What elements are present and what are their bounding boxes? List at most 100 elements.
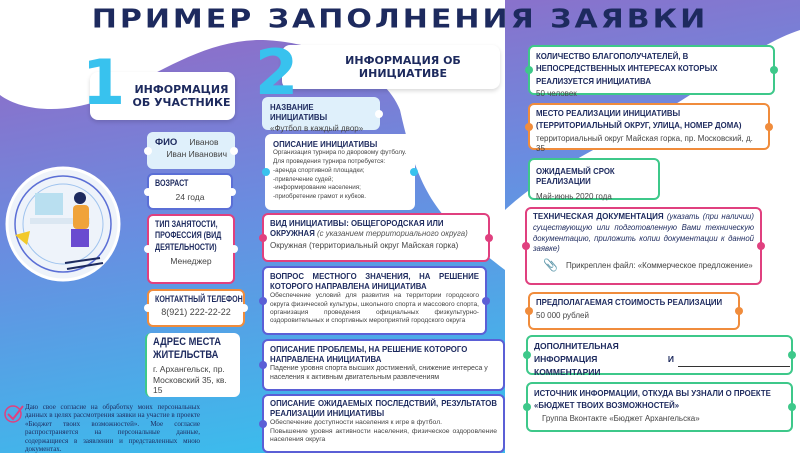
connector-dot (259, 296, 267, 305)
connector-dot (228, 187, 236, 196)
initiative-description-label: ОПИСАНИЕ ИНИЦИАТИВЫ (273, 139, 378, 149)
cost-field[interactable]: ПРЕДПОЛАГАЕМАЯ СТОИМОСТЬ РЕАЛИЗАЦИИ 50 0… (525, 292, 743, 330)
tech-docs-label: ТЕХНИЧЕСКАЯ ДОКУМЕНТАЦИЯ (533, 212, 664, 221)
address-value: г. Архангельск, пр. Московский 35, кв. 1… (153, 364, 227, 395)
section1-label: ИНФОРМАЦИЯ ОБ УЧАСТНИКЕ (132, 83, 231, 109)
attached-file[interactable]: 📎 Прикреплен файл: «Коммерческое предлож… (533, 258, 754, 273)
connector-dot (770, 66, 778, 74)
tech-docs-hint: (указать (при наличии) существующую или … (533, 212, 754, 254)
source-field[interactable]: ИСТОЧНИК ИНФОРМАЦИИ, ОТКУДА ВЫ УЗНАЛИ О … (523, 382, 796, 432)
source-label: ИСТОЧНИК ИНФОРМАЦИИ, ОТКУДА ВЫ УЗНАЛИ О … (534, 388, 771, 411)
additional-info-label: ДОПОЛНИТЕЛЬНАЯ ИНФОРМАЦИЯ И КОММЕНТАРИИ (534, 341, 674, 377)
connector-dot (735, 307, 743, 315)
source-value: Группа Вконтакте «Бюджет Архангельска» (542, 413, 700, 423)
section1-header: ИНФОРМАЦИЯ ОБ УЧАСТНИКЕ (90, 72, 235, 120)
occupation-field[interactable]: ТИП ЗАНЯТОСТИ, ПРОФЕССИЯ (ВИД ДЕЯТЕЛЬНОС… (144, 214, 238, 284)
term-value: Май-июнь 2020 года (536, 192, 612, 202)
local-issue-label: ВОПРОС МЕСТНОГО ЗНАЧЕНИЯ, НА РЕШЕНИЕ КОТ… (270, 271, 479, 292)
page-title: ПРИМЕР ЗАПОЛНЕНИЯ ЗАЯВКИ (91, 4, 709, 35)
fio-name: Иван Иванович (166, 149, 227, 160)
fio-surname: Иванов (189, 137, 219, 147)
additional-info-field[interactable]: ДОПОЛНИТЕЛЬНАЯ ИНФОРМАЦИЯ И КОММЕНТАРИИ (523, 335, 796, 377)
age-value: 24 года (175, 192, 205, 203)
age-label: ВОЗРАСТ (155, 178, 189, 189)
person-at-computer-illustration (5, 166, 121, 282)
connector-dot (410, 168, 418, 176)
results-field[interactable]: ОПИСАНИЕ ОЖИДАЕМЫХ ПОСЛЕДСТВИЙ, РЕЗУЛЬТА… (259, 394, 505, 453)
connector-dot (525, 66, 533, 74)
connector-dot (240, 304, 248, 312)
section2-header: ИНФОРМАЦИЯ ОБ ИНИЦИАТИВЕ (282, 45, 500, 89)
location-value: территориальный округ Майская горка, пр.… (536, 133, 753, 153)
occupation-value: Менеджер (170, 256, 212, 267)
phone-field[interactable]: КОНТАКТНЫЙ ТЕЛЕФОН 8(921) 222-22-22 (144, 289, 248, 327)
connector-dot (757, 242, 765, 250)
cost-value: 50 000 рублей (536, 311, 589, 321)
initiative-description-lines: Организация турнира по дворовому футболу… (273, 149, 407, 202)
problem-field[interactable]: ОПИСАНИЕ ПРОБЛЕМЫ, НА РЕШЕНИЕ КОТОРОГО Н… (259, 339, 505, 391)
initiative-type-field[interactable]: ВИД ИНИЦИАТИВЫ: ОБЩЕГОРОДСКАЯ ИЛИ ОКРУЖН… (259, 213, 493, 262)
initiative-name-field[interactable]: НАЗВАНИЕ ИНИЦИАТИВЫ «Футбол в каждый дво… (262, 97, 383, 133)
description-line: -приобретение грамот и кубков. (273, 193, 366, 201)
connector-dot (259, 361, 267, 369)
beneficiaries-label: КОЛИЧЕСТВО БЛАГОПОЛУЧАТЕЛЕЙ, В НЕПОСРЕДС… (536, 51, 718, 86)
description-line: Для проведения турнира потребуется: (273, 158, 386, 165)
description-line: -аренда спортивной площадки; (273, 166, 365, 174)
fio-field[interactable]: ФИО Иванов Иван Иванович (144, 132, 238, 169)
initiative-type-label: ВИД ИНИЦИАТИВЫ: ОБЩЕГОРОДСКАЯ ИЛИ ОКРУЖН… (270, 218, 444, 239)
consent-text: Даю свое согласие на обработку моих перс… (25, 403, 200, 453)
results-line-1: Обеспечение доступности населения к игре… (270, 419, 443, 427)
connector-dot (523, 351, 531, 359)
connector-dot (522, 242, 530, 250)
connector-dot (788, 403, 796, 411)
connector-dot (262, 168, 270, 176)
connector-dot (230, 146, 238, 155)
initiative-type-value: Окружная (территориальный округ Майская … (270, 241, 459, 251)
phone-label: КОНТАКТНЫЙ ТЕЛЕФОН (155, 294, 243, 305)
checkmark-icon[interactable] (3, 403, 25, 425)
connector-dot (259, 233, 267, 242)
address-field[interactable]: АДРЕС МЕСТА ЖИТЕЛЬСТВА г. Архангельск, п… (145, 333, 240, 397)
connector-dot (375, 109, 383, 118)
connector-dot (144, 187, 152, 196)
location-label: МЕСТО РЕАЛИЗАЦИИ ИНИЦИАТИВЫ (ТЕРРИТОРИАЛ… (536, 108, 742, 130)
results-label: ОПИСАНИЕ ОЖИДАЕМЫХ ПОСЛЕДСТВИЙ, РЕЗУЛЬТА… (270, 398, 497, 419)
connector-dot (259, 419, 267, 428)
beneficiaries-field[interactable]: КОЛИЧЕСТВО БЛАГОПОЛУЧАТЕЛЕЙ, В НЕПОСРЕДС… (525, 45, 778, 98)
results-line-2: Повышение уровня активности населения, ф… (270, 427, 497, 444)
beneficiaries-value: 50 человек (536, 88, 577, 98)
fio-label: ФИО (155, 137, 178, 148)
initiative-description-field[interactable]: ОПИСАНИЕ ИНИЦИАТИВЫ Организация турнира … (262, 134, 418, 210)
age-field[interactable]: ВОЗРАСТ 24 года (144, 173, 236, 210)
problem-value: Падение уровня спорта высших достижений,… (270, 365, 488, 382)
additional-info-input-line[interactable] (678, 366, 790, 367)
connector-dot (482, 296, 490, 305)
connector-dot (144, 304, 152, 312)
section2-number: 2 (255, 36, 299, 109)
connector-dot (485, 233, 493, 242)
connector-dot (144, 146, 152, 155)
tech-docs-field[interactable]: ТЕХНИЧЕСКАЯ ДОКУМЕНТАЦИЯ (указать (при н… (522, 207, 765, 285)
occupation-label: ТИП ЗАНЯТОСТИ, ПРОФЕССИЯ (ВИД ДЕЯТЕЛЬНОС… (155, 219, 222, 253)
connector-dot (525, 122, 533, 131)
description-line: Организация турнира по дворовому футболу… (273, 149, 407, 157)
connector-dot (230, 245, 238, 253)
address-label: АДРЕС МЕСТА ЖИТЕЛЬСТВА (153, 336, 222, 362)
local-issue-field[interactable]: ВОПРОС МЕСТНОГО ЗНАЧЕНИЯ, НА РЕШЕНИЕ КОТ… (259, 266, 490, 335)
location-field[interactable]: МЕСТО РЕАЛИЗАЦИИ ИНИЦИАТИВЫ (ТЕРРИТОРИАЛ… (525, 103, 773, 153)
connector-dot (765, 122, 773, 131)
phone-value: 8(921) 222-22-22 (161, 307, 231, 318)
connector-dot (523, 403, 531, 411)
section1-number: 1 (82, 46, 126, 119)
cost-label: ПРЕДПОЛАГАЕМАЯ СТОИМОСТЬ РЕАЛИЗАЦИИ (536, 297, 723, 307)
initiative-name-value: «Футбол в каждый двор» (270, 124, 364, 134)
attached-file-name: Прикреплен файл: «Коммерческое предложен… (565, 260, 753, 270)
section2-label: ИНФОРМАЦИЯ ОБ ИНИЦИАТИВЕ (345, 54, 461, 80)
problem-label: ОПИСАНИЕ ПРОБЛЕМЫ, НА РЕШЕНИЕ КОТОРОГО Н… (270, 344, 468, 365)
connector-dot (144, 245, 152, 253)
term-field[interactable]: ОЖИДАЕМЫЙ СРОК РЕАЛИЗАЦИИ Май-июнь 2020 … (528, 158, 660, 202)
local-issue-value: Обеспечение условий для развития на терр… (270, 292, 479, 325)
connector-dot (525, 307, 533, 315)
paperclip-icon: 📎 (543, 258, 558, 273)
description-line: -информирование населения; (273, 184, 361, 192)
